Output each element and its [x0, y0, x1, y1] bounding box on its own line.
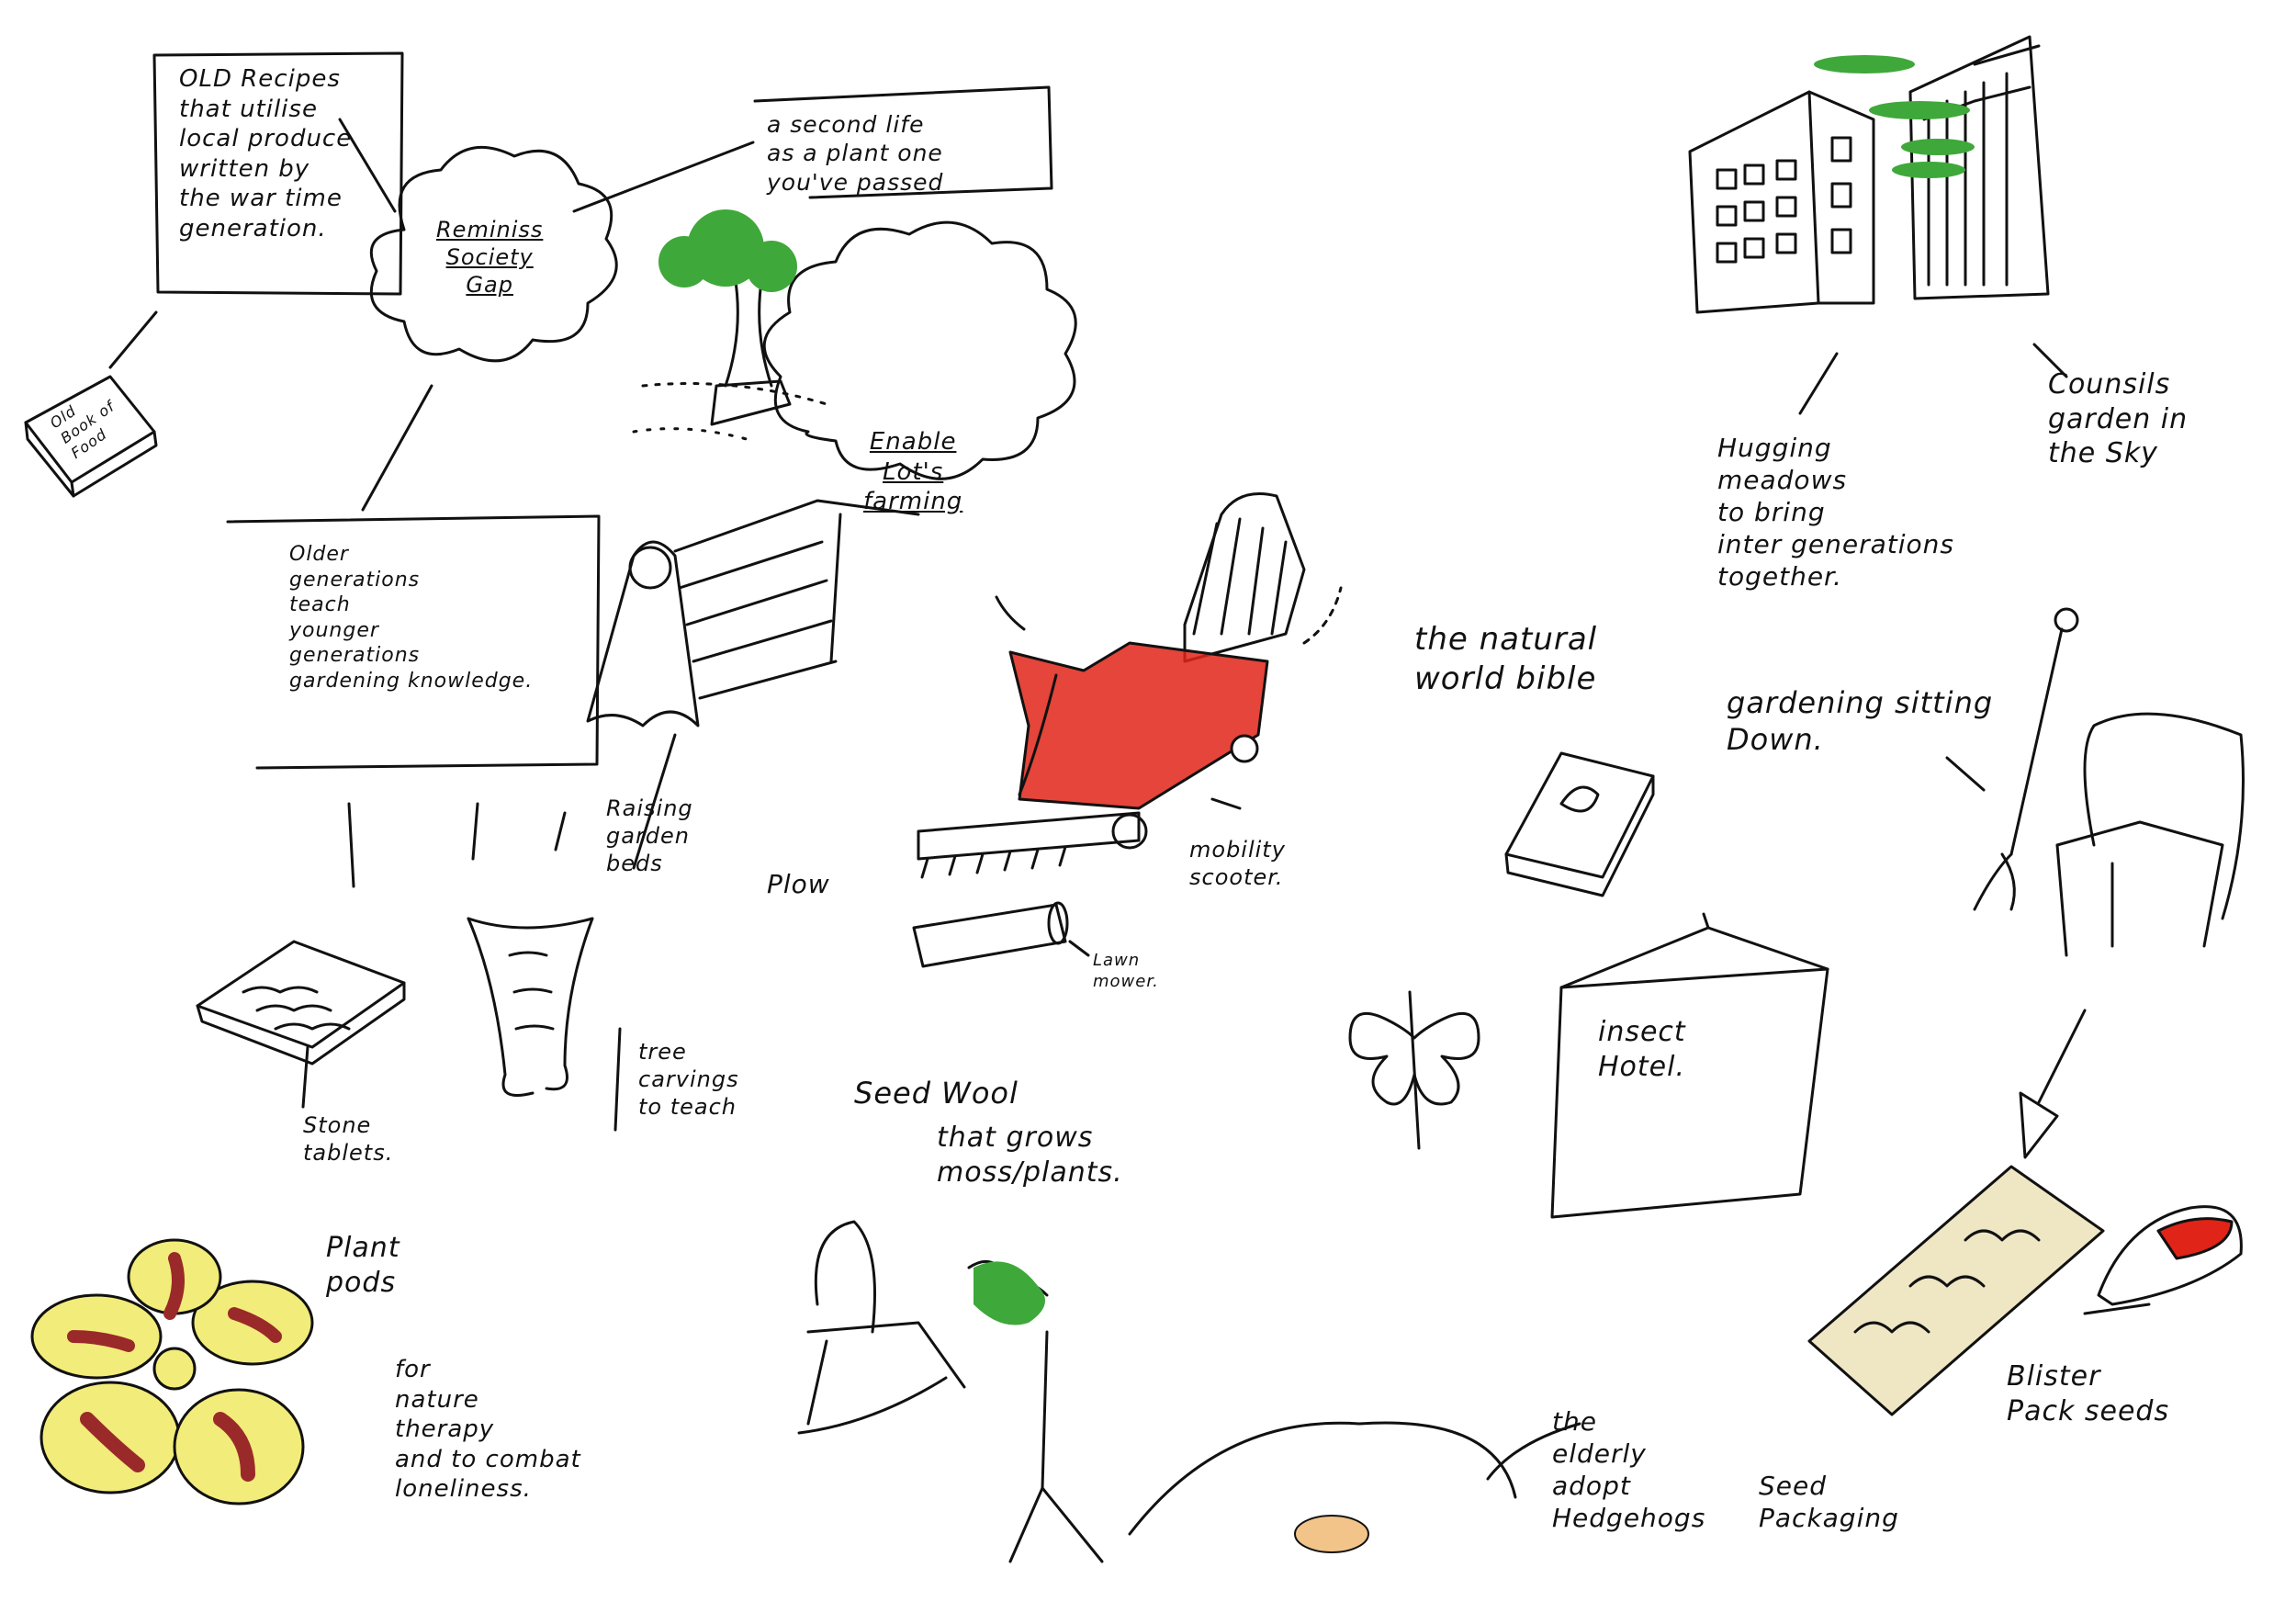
note-plow: Plow: [767, 869, 830, 899]
note-seed-wool: Seed Wool: [854, 1076, 1019, 1111]
stone-tablet-icon: [196, 940, 406, 1066]
tree-icon: [632, 274, 828, 443]
note-blister-pack: Blister Pack seeds: [2007, 1360, 2170, 1427]
note-elderly-hedgehogs: the elderly adopt Hedgehogs: [1552, 1406, 1706, 1533]
second-life-box: [753, 85, 1053, 199]
rocking-chair-icon: [797, 1220, 966, 1435]
garden-tool-icon: [1973, 607, 2079, 911]
blister-pack-icon: [2083, 1205, 2243, 1315]
seed-packaging-icon: [1807, 1165, 2105, 1416]
trowel-icon: [2019, 1009, 2087, 1159]
note-tree-carvings: tree carvings to teach: [638, 1039, 739, 1120]
tree-carving-icon: [467, 917, 594, 1097]
note-councils: Counsils garden in the Sky: [2048, 368, 2189, 469]
note-plant-pods: Plant pods: [326, 1232, 400, 1299]
buildings-icon: [1688, 35, 2050, 314]
note-teach: Older generations teach younger generati…: [289, 543, 534, 693]
insect-hotel-icon: [1550, 912, 1829, 1219]
note-lawn-mower: Lawn mower.: [1093, 951, 1159, 991]
note-for-nature: for nature therapy and to combat lonelin…: [395, 1356, 581, 1503]
bible-book-icon: [1504, 751, 1655, 897]
plant-pod-flower-icon: [30, 1238, 314, 1506]
enable-farming-cloud: [762, 220, 1077, 480]
note-hugging: Hugging meadows to bring inter generatio…: [1717, 433, 1955, 592]
note-old-recipes: OLD Recipes that utilise local produce w…: [179, 65, 353, 242]
mobility-scooter-icon: [917, 492, 1343, 879]
reminiss-cloud: [369, 145, 618, 363]
note-gardening-down: gardening sitting Down.: [1727, 685, 1994, 757]
butterfly-icon: [1348, 990, 1480, 1150]
note-enable-farming: Enable Lot's farming: [863, 428, 963, 515]
note-insect-hotel: insect Hotel.: [1598, 1016, 1686, 1083]
raised-bed-icon: [586, 499, 920, 727]
old-recipes-box: [152, 51, 404, 296]
note-second-life: a second life as a plant one you've pass…: [767, 111, 944, 196]
chair-icon: [2055, 712, 2245, 957]
note-seed-packaging: Seed Packaging: [1759, 1471, 1899, 1533]
note-stone-tablets: Stone tablets.: [303, 1112, 394, 1166]
note-raised-beds: Raising garden beds: [606, 795, 693, 876]
note-natural-world: the natural world bible: [1414, 621, 1598, 697]
old-book-icon: [24, 375, 158, 498]
hedgehog-icon: [1294, 1515, 1369, 1553]
note-mobility: mobility scooter.: [1189, 837, 1286, 890]
hedgehog-mound-icon: [1128, 1421, 1581, 1536]
teach-box: [226, 514, 601, 770]
note-grows-moss: that grows moss/plants.: [937, 1122, 1123, 1189]
note-reminiss: Reminiss Society Gap: [436, 217, 544, 298]
lawn-mower-icon: [912, 901, 1090, 968]
